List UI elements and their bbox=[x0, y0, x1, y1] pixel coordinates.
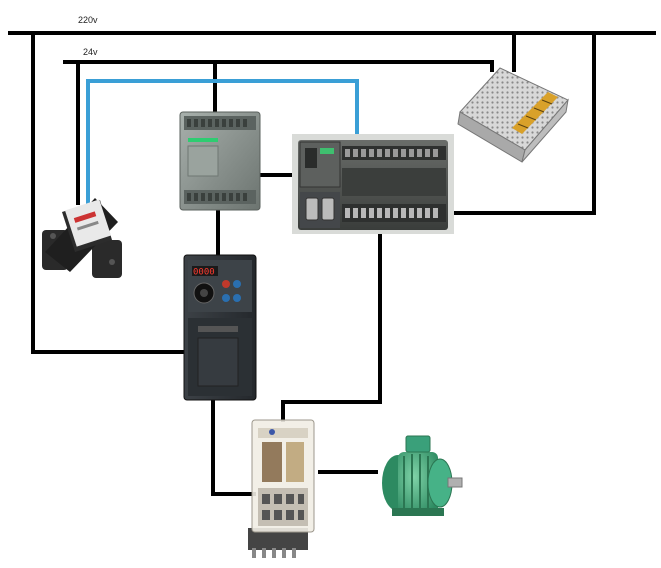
flow-sensor-icon bbox=[42, 198, 122, 278]
vfd-relay-wire bbox=[211, 398, 256, 496]
plc-220v-feed-wire bbox=[452, 33, 596, 215]
vfd-display-readout: 0000 bbox=[193, 268, 215, 278]
label-220v: 220v bbox=[78, 15, 98, 25]
vfd-icon: 0000 bbox=[183, 254, 257, 401]
vfd-220v-feed-wire bbox=[31, 33, 188, 354]
label-24v: 24v bbox=[83, 47, 98, 57]
plc-expansion-module-icon bbox=[179, 111, 261, 211]
plc-cpu-icon bbox=[292, 134, 454, 234]
plc-relay-wire bbox=[281, 233, 382, 422]
power-supply-icon bbox=[457, 67, 569, 163]
sensor-signal-wire bbox=[86, 79, 359, 205]
wires bbox=[8, 31, 656, 496]
motor-icon bbox=[382, 435, 463, 516]
relay-icon bbox=[248, 419, 315, 558]
rail-24v-wire bbox=[63, 60, 494, 72]
